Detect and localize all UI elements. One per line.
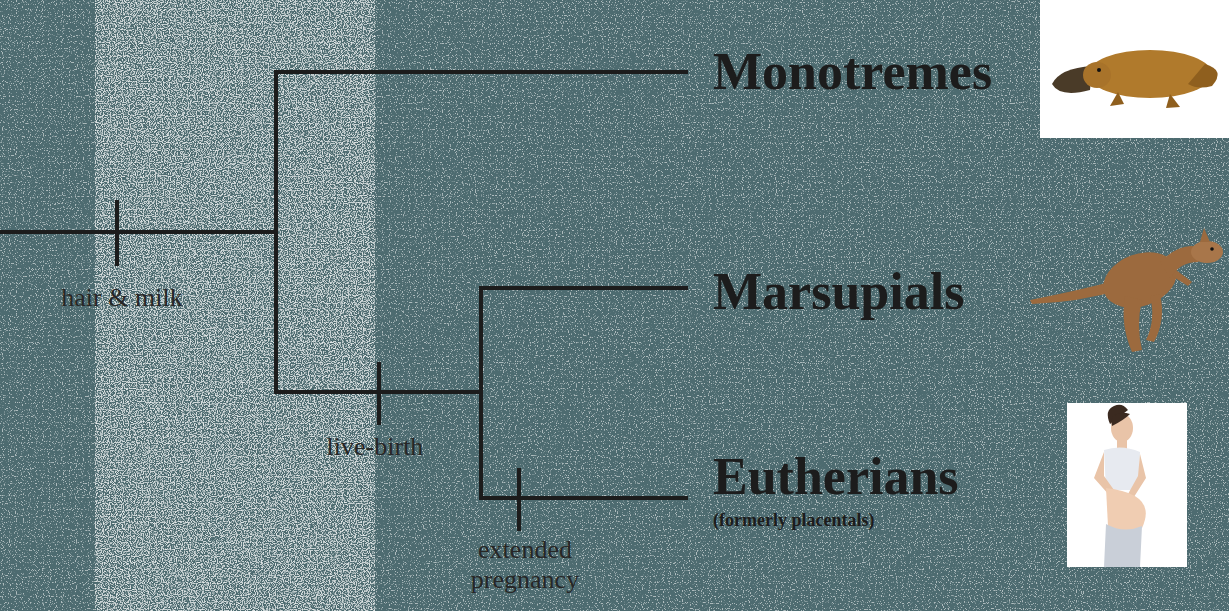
root-branch: [0, 230, 278, 234]
platypus-picture: [1040, 0, 1229, 138]
trait-label: live-birth: [327, 432, 424, 462]
tree-lines: [0, 70, 688, 531]
taxon-note: (formerly placentals): [713, 509, 874, 531]
clade-bar: [274, 70, 278, 394]
kangaroo-picture: [1030, 228, 1223, 352]
trait-label: hair & milk: [61, 283, 182, 313]
trait-tick: [517, 468, 521, 531]
trait-label: extended pregnancy: [450, 535, 600, 595]
taxon-name: Marsupials: [713, 263, 964, 321]
pregnancy-picture: [1067, 403, 1187, 567]
marsupial-branch: [479, 286, 688, 290]
taxon-name: Monotremes: [713, 43, 992, 101]
trait-tick: [377, 362, 381, 425]
taxon-name: Eutherians: [713, 448, 959, 506]
clade-bar: [479, 286, 483, 500]
monotreme-branch: [274, 70, 688, 74]
eutherian-branch: [479, 496, 688, 500]
trait-tick: [115, 200, 119, 266]
